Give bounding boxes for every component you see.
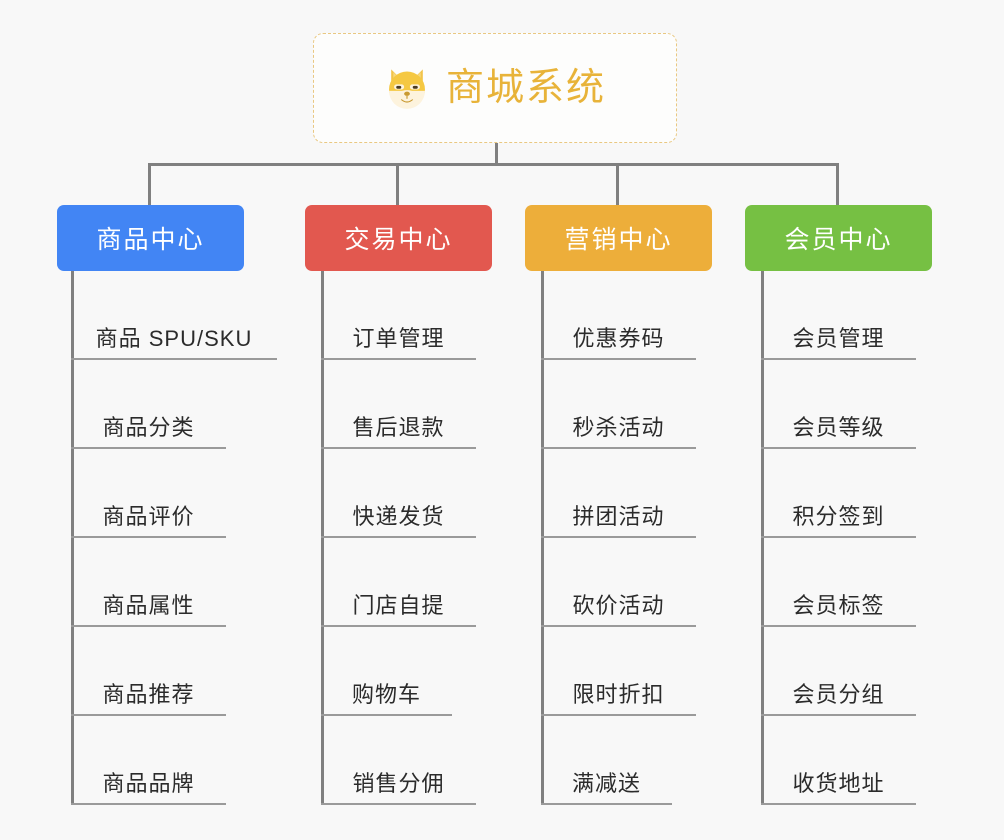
leaf-item[interactable]: 满减送	[541, 716, 672, 805]
branch-drop-line-marketing-center	[616, 163, 619, 205]
leaf-item-label: 商品分类	[102, 414, 195, 440]
leaf-item-label: 满减送	[571, 770, 641, 796]
root-title: 商城系统	[445, 67, 606, 109]
leaf-item-label: 订单管理	[352, 325, 445, 351]
leaf-item[interactable]: 限时折扣	[541, 627, 696, 716]
leaf-item[interactable]: 商品推荐	[71, 627, 226, 716]
leaf-item[interactable]: 秒杀活动	[541, 360, 696, 449]
leaf-trunk-line	[321, 271, 324, 805]
leaf-item-label: 快递发货	[352, 503, 445, 529]
leaf-trunk-line	[761, 271, 764, 805]
leaf-item[interactable]: 会员管理	[761, 271, 916, 360]
leaf-item[interactable]: 砍价活动	[541, 538, 696, 627]
leaf-item[interactable]: 积分签到	[761, 449, 916, 538]
leaf-item-label: 商品属性	[102, 592, 195, 618]
leaf-item[interactable]: 会员标签	[761, 538, 916, 627]
shiba-dog-face-icon	[384, 65, 430, 111]
branch-header-marketing-center[interactable]: 营销中心	[525, 205, 712, 271]
branch-header-label: 会员中心	[784, 226, 893, 254]
leaf-item-label: 拼团活动	[572, 503, 665, 529]
leaf-item[interactable]: 收货地址	[761, 716, 916, 805]
leaf-item[interactable]: 优惠券码	[541, 271, 696, 360]
leaf-item[interactable]: 商品品牌	[71, 716, 226, 805]
branch-drop-line-trade-center	[396, 163, 399, 205]
leaf-item-label: 优惠券码	[572, 325, 665, 351]
branch-drop-line-product-center	[148, 163, 151, 205]
leaf-item[interactable]: 售后退款	[321, 360, 476, 449]
branch-bus-line	[148, 163, 839, 166]
leaf-item-label: 商品 SPU/SKU	[95, 325, 253, 351]
leaf-item[interactable]: 门店自提	[321, 538, 476, 627]
leaf-item-label: 积分签到	[792, 503, 885, 529]
leaf-item-label: 会员分组	[792, 681, 885, 707]
leaf-item-label: 收货地址	[792, 770, 885, 796]
leaf-item-label: 砍价活动	[572, 592, 665, 618]
leaf-item[interactable]: 购物车	[321, 627, 452, 716]
branch-drop-line-member-center	[836, 163, 839, 205]
leaf-item-label: 会员管理	[792, 325, 885, 351]
leaf-item[interactable]: 会员分组	[761, 627, 916, 716]
branch-header-label: 营销中心	[564, 226, 673, 254]
leaf-trunk-line	[71, 271, 74, 805]
leaf-item[interactable]: 商品属性	[71, 538, 226, 627]
leaf-item[interactable]: 会员等级	[761, 360, 916, 449]
leaf-item-label: 商品推荐	[102, 681, 195, 707]
leaf-item-label: 秒杀活动	[572, 414, 665, 440]
branch-header-member-center[interactable]: 会员中心	[745, 205, 932, 271]
leaf-item[interactable]: 快递发货	[321, 449, 476, 538]
leaf-item-label: 会员等级	[792, 414, 885, 440]
leaf-item-label: 商品评价	[102, 503, 195, 529]
leaf-item-label: 售后退款	[352, 414, 445, 440]
branch-header-trade-center[interactable]: 交易中心	[305, 205, 492, 271]
leaf-trunk-line	[541, 271, 544, 805]
branch-header-label: 商品中心	[96, 226, 205, 254]
leaf-item-label: 商品品牌	[102, 770, 195, 796]
leaf-item[interactable]: 订单管理	[321, 271, 476, 360]
leaf-item[interactable]: 商品评价	[71, 449, 226, 538]
branch-header-product-center[interactable]: 商品中心	[57, 205, 244, 271]
root-node[interactable]: 商城系统	[313, 33, 677, 143]
root-stem-line	[495, 143, 498, 166]
leaf-item-label: 购物车	[351, 681, 421, 707]
branch-header-label: 交易中心	[344, 226, 453, 254]
leaf-item-label: 限时折扣	[572, 681, 665, 707]
leaf-item-label: 门店自提	[352, 592, 445, 618]
leaf-item[interactable]: 销售分佣	[321, 716, 476, 805]
leaf-item[interactable]: 拼团活动	[541, 449, 696, 538]
leaf-item[interactable]: 商品分类	[71, 360, 226, 449]
leaf-item[interactable]: 商品 SPU/SKU	[71, 271, 277, 360]
leaf-item-label: 销售分佣	[352, 770, 445, 796]
leaf-item-label: 会员标签	[792, 592, 885, 618]
